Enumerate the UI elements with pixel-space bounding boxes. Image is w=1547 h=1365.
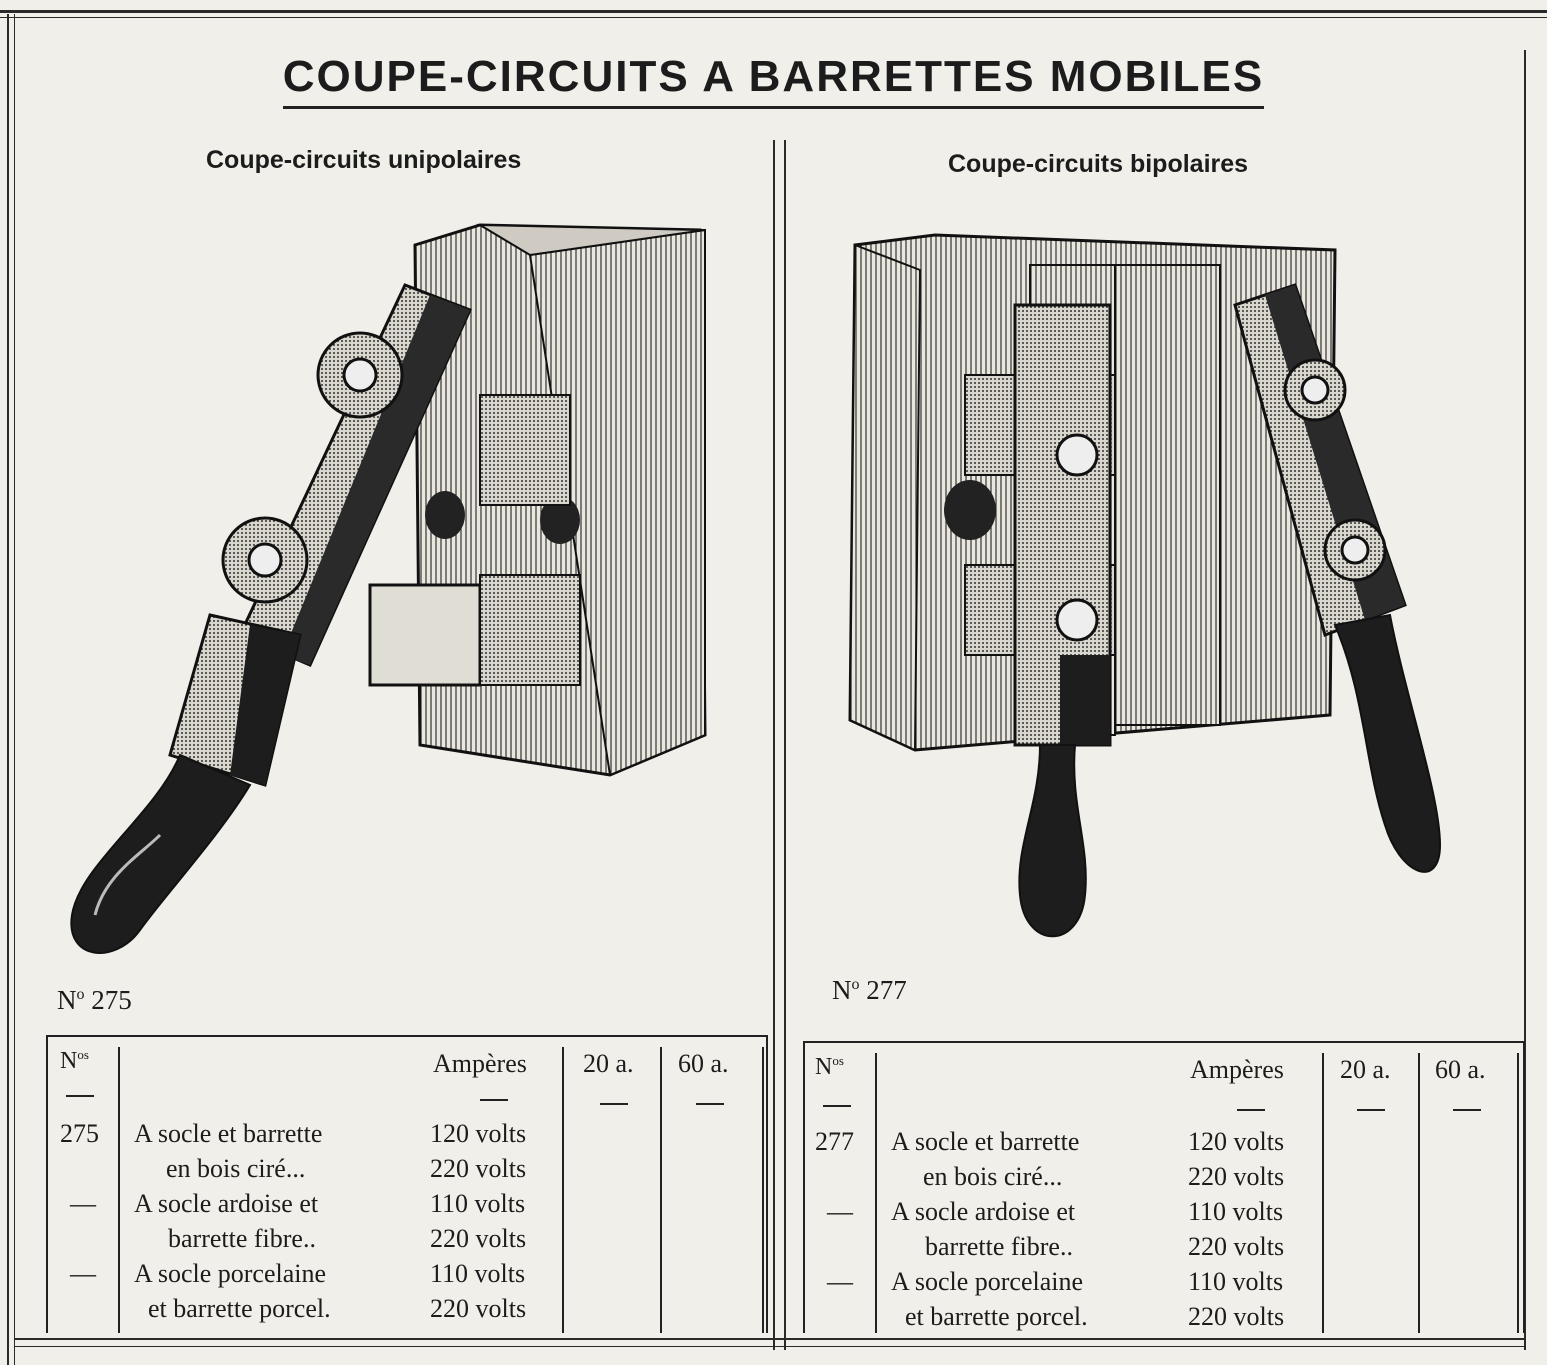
- left-catalog-sup: o: [76, 986, 85, 1003]
- center-divider: [773, 140, 775, 1350]
- right-row-1-desc1: A socle et barrette: [891, 1127, 1080, 1156]
- right-hdr-amperes: Ampères: [1190, 1055, 1284, 1084]
- right-row-1-no: 277: [815, 1127, 854, 1156]
- page-title-text: COUPE-CIRCUITS A BARRETTES MOBILES: [282, 52, 1265, 109]
- left-catalog-number: No 275: [57, 985, 132, 1016]
- left-row-1-no: 275: [60, 1119, 99, 1148]
- right-hdr-no-dash: [823, 1105, 851, 1107]
- right-catalog-sup: o: [851, 976, 860, 993]
- left-border-inner: [14, 14, 15, 1365]
- right-col-line-2: [1322, 1053, 1324, 1333]
- right-hdr-20a: 20 a.: [1340, 1055, 1391, 1084]
- right-row-2-no: —: [827, 1197, 853, 1226]
- left-col-line-2: [562, 1047, 564, 1333]
- right-subtitle: Coupe-circuits bipolaires: [948, 150, 1249, 178]
- right-hdr-amperes-dash: [1237, 1109, 1265, 1111]
- right-col-line-4: [1517, 1053, 1519, 1333]
- left-row-2-desc2: barrette fibre..: [168, 1224, 316, 1253]
- unipolar-fuse-illustration: [70, 223, 707, 954]
- top-rule-thin: [0, 17, 1547, 18]
- left-col-line-3: [660, 1047, 662, 1333]
- right-hdr-60a: 60 a.: [1435, 1055, 1486, 1084]
- left-row-2-v2: 220 volts: [430, 1224, 527, 1253]
- page-title: COUPE-CIRCUITS A BARRETTES MOBILES: [0, 52, 1547, 109]
- left-catalog-label: N: [57, 985, 77, 1015]
- right-row-1-desc2: en bois ciré...: [923, 1162, 1063, 1191]
- right-row-2-desc2: barrette fibre..: [925, 1232, 1073, 1261]
- right-row-3-desc1: A socle porcelaine: [891, 1267, 1084, 1296]
- right-catalog-label: N: [832, 975, 852, 1005]
- left-subtitle: Coupe-circuits unipolaires: [206, 146, 522, 174]
- bottom-rule: [14, 1338, 1526, 1340]
- left-row-3-v2: 220 volts: [430, 1294, 527, 1323]
- right-row-3-v1: 110 volts: [1188, 1267, 1284, 1296]
- left-row-3-v1: 110 volts: [430, 1259, 526, 1288]
- right-row-1-v1: 120 volts: [1188, 1127, 1285, 1156]
- left-hdr-20a: 20 a.: [583, 1049, 634, 1078]
- left-row-1-desc1: A socle et barrette: [134, 1119, 323, 1148]
- left-price-table: Nos Ampères 20 a. 60 a. 275 A socle et b…: [46, 1035, 768, 1333]
- right-catalog-number: No 277: [832, 975, 907, 1006]
- right-row-3-v2: 220 volts: [1188, 1302, 1285, 1331]
- left-hdr-60a-dash: [696, 1103, 724, 1105]
- right-hdr-60a-dash: [1453, 1109, 1481, 1111]
- left-row-3-desc1: A socle porcelaine: [134, 1259, 327, 1288]
- left-hdr-amperes: Ampères: [433, 1049, 527, 1078]
- left-row-2-no: —: [70, 1189, 96, 1218]
- right-hdr-no-sup: os: [832, 1053, 844, 1068]
- right-row-1-v2: 220 volts: [1188, 1162, 1285, 1191]
- left-col-line-1: [118, 1047, 120, 1333]
- right-row-3-no: —: [827, 1267, 853, 1296]
- left-hdr-no-text: N: [60, 1048, 78, 1074]
- left-row-2-desc1: A socle ardoise et: [134, 1189, 319, 1218]
- center-divider-2: [784, 140, 786, 1350]
- left-hdr-20a-dash: [600, 1103, 628, 1105]
- left-border: [7, 14, 9, 1365]
- right-row-2-desc1: A socle ardoise et: [891, 1197, 1076, 1226]
- right-border: [1524, 50, 1526, 1350]
- left-row-3-desc2: et barrette porcel.: [148, 1294, 331, 1323]
- left-hdr-amperes-dash: [480, 1099, 508, 1101]
- left-hdr-60a: 60 a.: [678, 1049, 729, 1078]
- left-row-1-desc2: en bois ciré...: [166, 1154, 306, 1183]
- left-row-2-v1: 110 volts: [430, 1189, 526, 1218]
- left-row-3-no: —: [70, 1259, 96, 1288]
- right-row-2-v1: 110 volts: [1188, 1197, 1284, 1226]
- bipolar-fuse-illustration: [848, 233, 1442, 938]
- right-col-line-3: [1418, 1053, 1420, 1333]
- right-col-line-1: [875, 1053, 877, 1333]
- top-rule: [0, 10, 1547, 13]
- left-hdr-no: Nos: [60, 1047, 89, 1075]
- left-catalog-value: 275: [91, 985, 132, 1015]
- right-hdr-20a-dash: [1357, 1109, 1385, 1111]
- left-col-line-4: [762, 1047, 764, 1333]
- left-row-1-v1: 120 volts: [430, 1119, 527, 1148]
- right-price-table: Nos Ampères 20 a. 60 a. 277 A socle et b…: [803, 1041, 1525, 1333]
- right-hdr-no: Nos: [815, 1053, 844, 1081]
- left-hdr-no-dash: [66, 1095, 94, 1097]
- right-row-2-v2: 220 volts: [1188, 1232, 1285, 1261]
- left-row-1-v2: 220 volts: [430, 1154, 527, 1183]
- right-row-3-desc2: et barrette porcel.: [905, 1302, 1088, 1331]
- left-hdr-no-sup: os: [77, 1047, 89, 1062]
- right-catalog-value: 277: [866, 975, 907, 1005]
- right-hdr-no-text: N: [815, 1054, 833, 1080]
- bottom-rule-2: [14, 1346, 1526, 1347]
